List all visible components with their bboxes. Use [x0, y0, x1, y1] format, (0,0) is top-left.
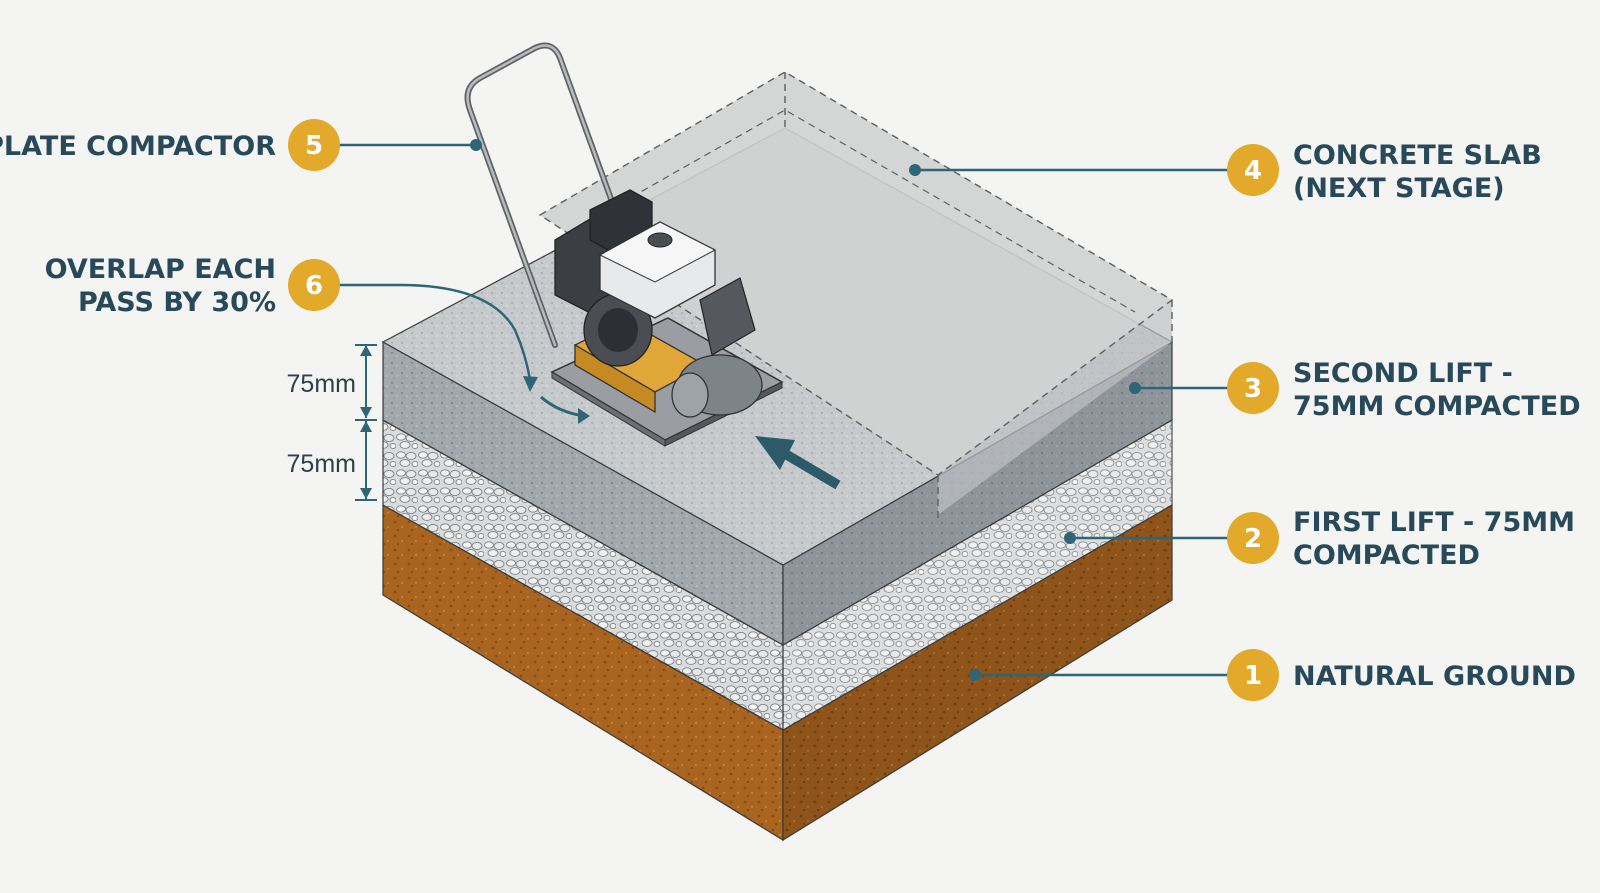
callout-number: 2: [1244, 524, 1262, 554]
callout-label-line-2: COMPACTED: [1293, 540, 1480, 571]
callout-concrete-slab: 4 CONCRETE SLAB (NEXT STAGE): [1227, 140, 1542, 204]
callout-label-line-1: CONCRETE SLAB: [1293, 140, 1542, 171]
callout-label: PLATE COMPACTOR: [0, 131, 276, 162]
leader-dots: [470, 139, 1141, 681]
curved-arrow-icon: [540, 395, 590, 424]
callout-badge: [1227, 649, 1279, 701]
callout-label-line-1: FIRST LIFT - 75MM: [1293, 507, 1575, 538]
callout-label-line-2: (NEXT STAGE): [1293, 173, 1505, 204]
dimension-label-first-lift: 75mm: [287, 450, 356, 478]
callout-label-line-2: 75MM COMPACTED: [1293, 391, 1581, 422]
callout-number: 3: [1244, 374, 1262, 404]
callout-number: 4: [1244, 156, 1262, 186]
callout-plate-compactor: 5 PLATE COMPACTOR: [0, 119, 340, 171]
dimension-label-second-lift: 75mm: [287, 370, 356, 398]
callout-overlap: 6 OVERLAP EACH PASS BY 30%: [45, 254, 340, 318]
plate-compactor: [464, 42, 784, 447]
callout-label-line-1: OVERLAP EACH: [45, 254, 276, 285]
callout-label-line-2: PASS BY 30%: [78, 287, 276, 318]
concrete-slab: [538, 71, 1174, 520]
callout-badge: [288, 259, 340, 311]
callout-label: NATURAL GROUND: [1293, 661, 1576, 692]
callout-badge: [1227, 144, 1279, 196]
callout-badge: [288, 119, 340, 171]
leader-lines: [338, 143, 1232, 677]
arrow-up-left-icon: [755, 436, 841, 490]
dimension-second-lift: 75mm: [287, 344, 377, 418]
callout-first-lift: 2 FIRST LIFT - 75MM COMPACTED: [1227, 507, 1575, 571]
dimension-first-lift: 75mm: [287, 419, 377, 501]
callout-second-lift: 3 SECOND LIFT - 75MM COMPACTED: [1227, 358, 1581, 422]
callout-badge: [1227, 512, 1279, 564]
callout-natural-ground: 1 NATURAL GROUND: [1227, 649, 1576, 701]
callout-number: 6: [305, 271, 323, 301]
callout-number: 1: [1244, 661, 1262, 691]
callout-label-line-1: SECOND LIFT -: [1293, 358, 1513, 389]
callout-number: 5: [305, 131, 323, 161]
callout-badge: [1227, 362, 1279, 414]
leader-overlap: [338, 283, 532, 381]
